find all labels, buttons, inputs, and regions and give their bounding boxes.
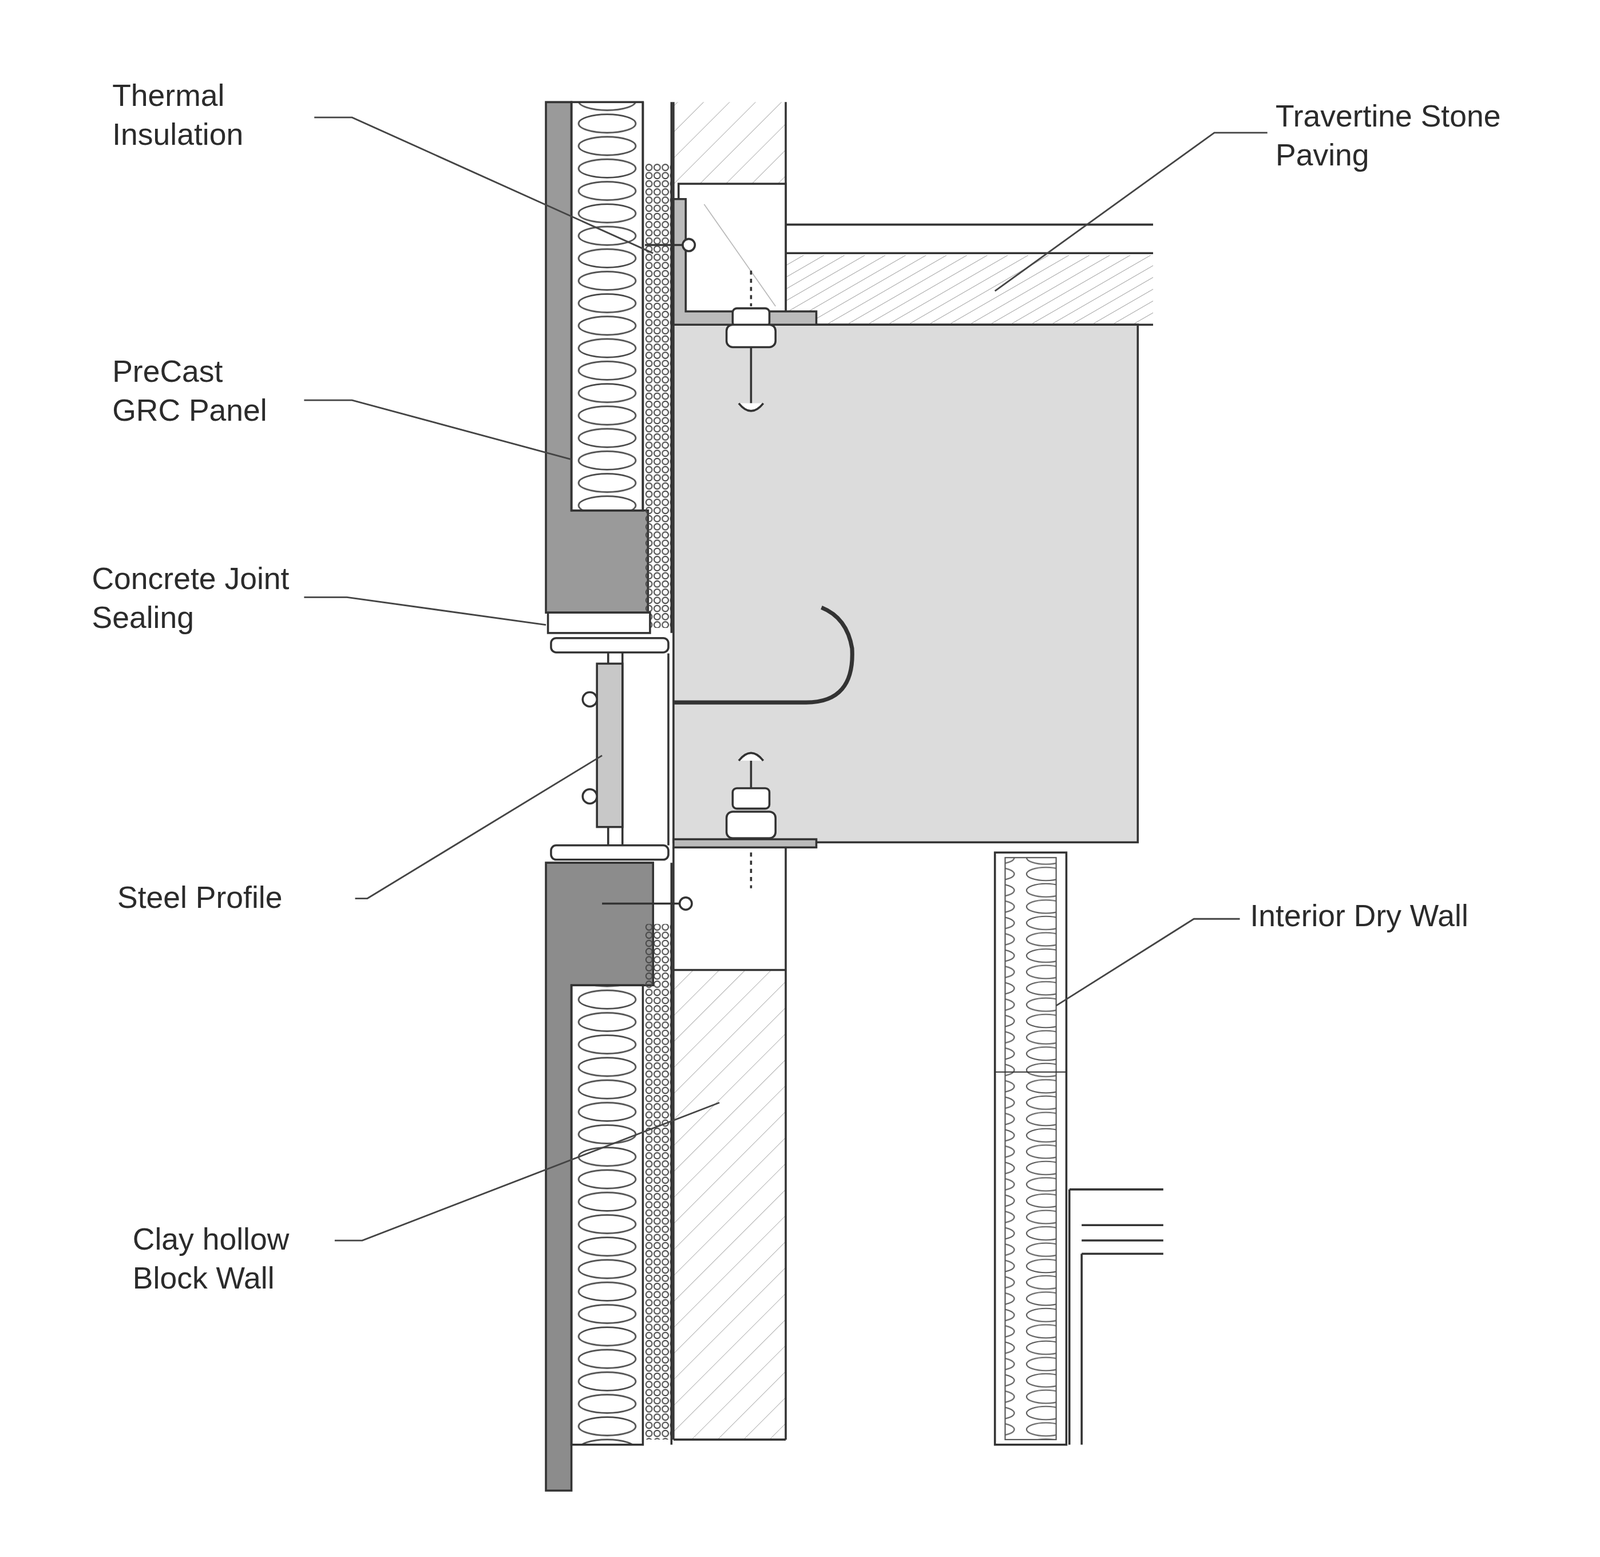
callout-label: Steel Profile bbox=[117, 877, 347, 917]
callout-label: Travertine Stone Paving bbox=[1275, 96, 1572, 175]
callout-label: Concrete Joint Sealing bbox=[91, 559, 296, 637]
callout-label: Clay hollow Block Wall bbox=[132, 1219, 327, 1298]
callout-label: Thermal Insulation bbox=[112, 76, 307, 155]
callout-label: Interior Dry Wall bbox=[1249, 896, 1469, 936]
callout-label: PreCast GRC Panel bbox=[112, 351, 296, 430]
